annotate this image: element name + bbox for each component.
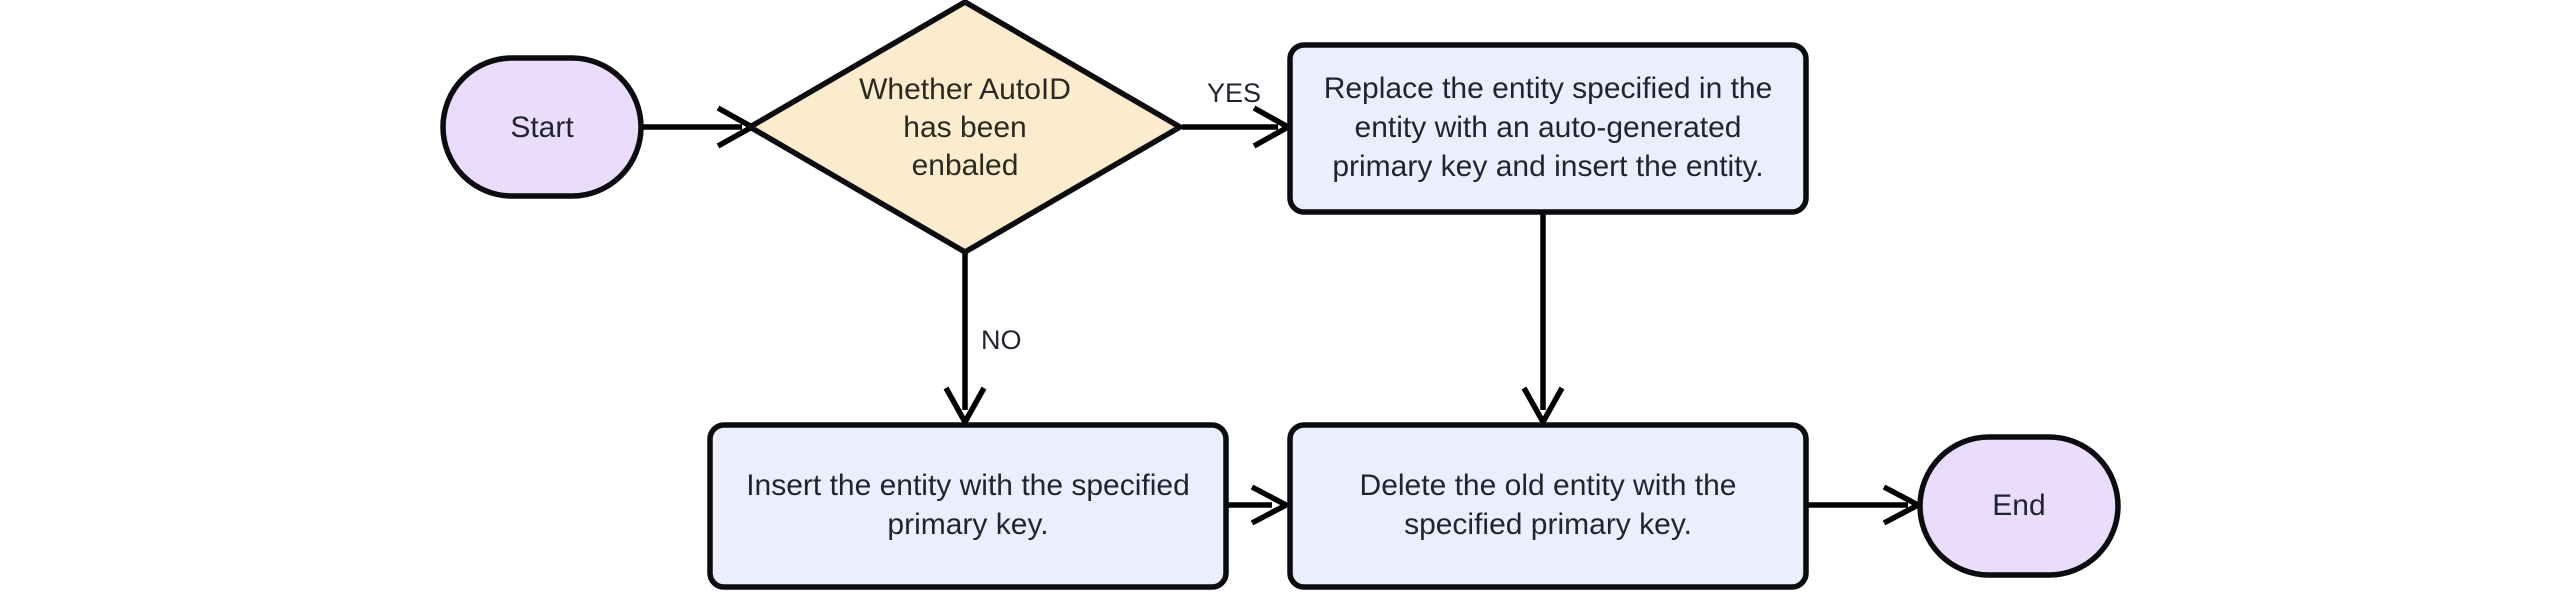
node-delete[interactable]: Delete the old entity with the specified… xyxy=(1287,422,1809,590)
arrowhead-icon xyxy=(1250,484,1292,526)
edge-decision-to-insert: NO xyxy=(943,252,1022,428)
edge-decision-to-replace: YES xyxy=(1182,78,1294,149)
node-start[interactable]: Start xyxy=(440,55,644,199)
node-insert-label-line1: Insert the entity with the specified xyxy=(746,469,1190,502)
edge-label-yes: YES xyxy=(1207,78,1261,108)
node-decision-shape[interactable] xyxy=(747,0,1183,255)
arrowhead-icon xyxy=(1521,386,1565,428)
arrowhead-icon xyxy=(943,386,987,428)
node-insert[interactable]: Insert the entity with the specified pri… xyxy=(707,422,1229,590)
node-replace-label-line3: primary key and insert the entity. xyxy=(1332,150,1763,183)
edge-delete-to-end xyxy=(1808,484,1924,526)
node-start-label: Start xyxy=(510,111,574,144)
node-decision-label-line3: enbaled xyxy=(912,149,1019,182)
edge-label-no: NO xyxy=(981,325,1022,355)
node-end-label: End xyxy=(1992,489,2045,522)
node-replace-label-line2: entity with an auto-generated xyxy=(1355,111,1742,144)
edge-insert-to-delete xyxy=(1228,484,1292,526)
edge-replace-to-delete xyxy=(1521,212,1565,428)
node-end-shape[interactable] xyxy=(1917,434,2121,578)
node-delete-label-line2: specified primary key. xyxy=(1404,508,1692,541)
node-decision[interactable]: Whether AutoID has been enbaled xyxy=(747,0,1183,255)
node-replace[interactable]: Replace the entity specified in the enti… xyxy=(1287,42,1809,215)
node-delete-shape[interactable] xyxy=(1287,422,1809,590)
node-decision-label-line2: has been xyxy=(903,111,1026,144)
node-start-shape[interactable] xyxy=(440,55,644,199)
node-replace-shape[interactable] xyxy=(1287,42,1809,215)
edge-start-to-decision xyxy=(642,105,758,149)
node-replace-label-line1: Replace the entity specified in the xyxy=(1324,72,1773,105)
node-end[interactable]: End xyxy=(1917,434,2121,578)
node-delete-label-line1: Delete the old entity with the xyxy=(1360,469,1737,502)
node-insert-shape[interactable] xyxy=(707,422,1229,590)
node-insert-label-line2: primary key. xyxy=(887,508,1048,541)
node-decision-label-line1: Whether AutoID xyxy=(859,73,1071,106)
